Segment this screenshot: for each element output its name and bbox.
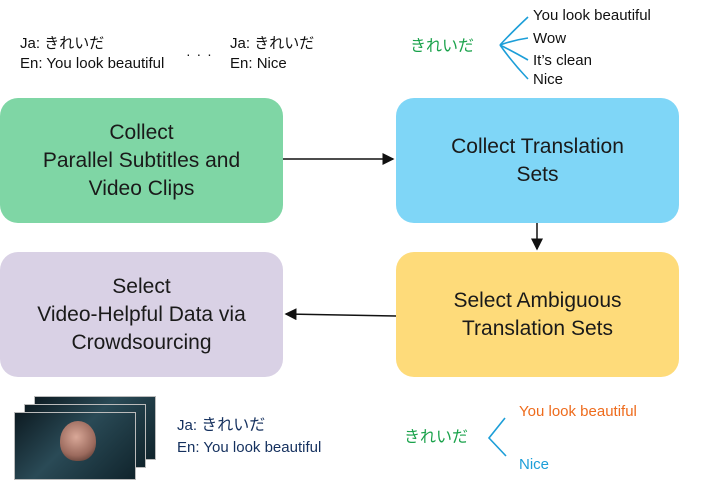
ambiguous-option-orange: You look beautiful bbox=[519, 403, 637, 420]
example-pair-2-en: En: Nice bbox=[230, 54, 287, 74]
step-select-video-helpful-data: Select Video-Helpful Data via Crowdsourc… bbox=[0, 252, 283, 377]
translation-option: It’s clean bbox=[533, 52, 592, 69]
translation-option: Wow bbox=[533, 30, 567, 47]
en-prefix: En: bbox=[230, 55, 253, 72]
step-collect-translation-sets: Collect Translation Sets bbox=[396, 98, 679, 223]
example-pair-2-ja: Ja: きれいだ bbox=[230, 34, 314, 54]
bottom-pair-ja: Ja: きれいだ bbox=[177, 416, 265, 436]
ja-prefix: Ja: bbox=[20, 35, 41, 52]
step-label: Collect Parallel Subtitles and Video Cli… bbox=[42, 120, 241, 200]
step-label: Select Video-Helpful Data via Crowdsourc… bbox=[37, 274, 246, 354]
en-text: Nice bbox=[256, 55, 287, 72]
step-label: Select Ambiguous Translation Sets bbox=[453, 288, 622, 340]
step-collect-parallel-subtitles: Collect Parallel Subtitles and Video Cli… bbox=[0, 98, 283, 223]
example-pair-1-ja: Ja: きれいだ bbox=[20, 34, 104, 54]
en-prefix: En: bbox=[20, 55, 43, 72]
translation-fan-top bbox=[499, 16, 529, 80]
video-clip-front bbox=[14, 412, 136, 480]
step-label: Collect Translation Sets bbox=[451, 134, 624, 186]
ja-prefix: Ja: bbox=[177, 417, 198, 434]
en-text: You look beautiful bbox=[203, 439, 322, 456]
translation-option: You look beautiful bbox=[533, 7, 651, 24]
ja-text: きれいだ bbox=[44, 35, 105, 52]
translation-option: Nice bbox=[533, 71, 564, 88]
example-pair-1-en: En: You look beautiful bbox=[20, 54, 164, 74]
arrow-ambiguous-to-crowd bbox=[284, 308, 397, 321]
ja-text: きれいだ bbox=[254, 35, 315, 52]
en-text: You look beautiful bbox=[46, 55, 165, 72]
ja-text: きれいだ bbox=[201, 417, 266, 434]
translation-set-source: きれいだ bbox=[410, 38, 475, 55]
bottom-pair-en: En: You look beautiful bbox=[177, 438, 321, 458]
step-select-ambiguous-sets: Select Ambiguous Translation Sets bbox=[396, 252, 679, 377]
ellipsis: · · · bbox=[186, 46, 213, 62]
ambiguous-set-source: きれいだ bbox=[404, 429, 469, 446]
en-prefix: En: bbox=[177, 439, 200, 456]
translation-fan-bottom bbox=[487, 417, 507, 457]
ja-prefix: Ja: bbox=[230, 35, 251, 52]
ambiguous-option-blue: Nice bbox=[519, 456, 550, 473]
